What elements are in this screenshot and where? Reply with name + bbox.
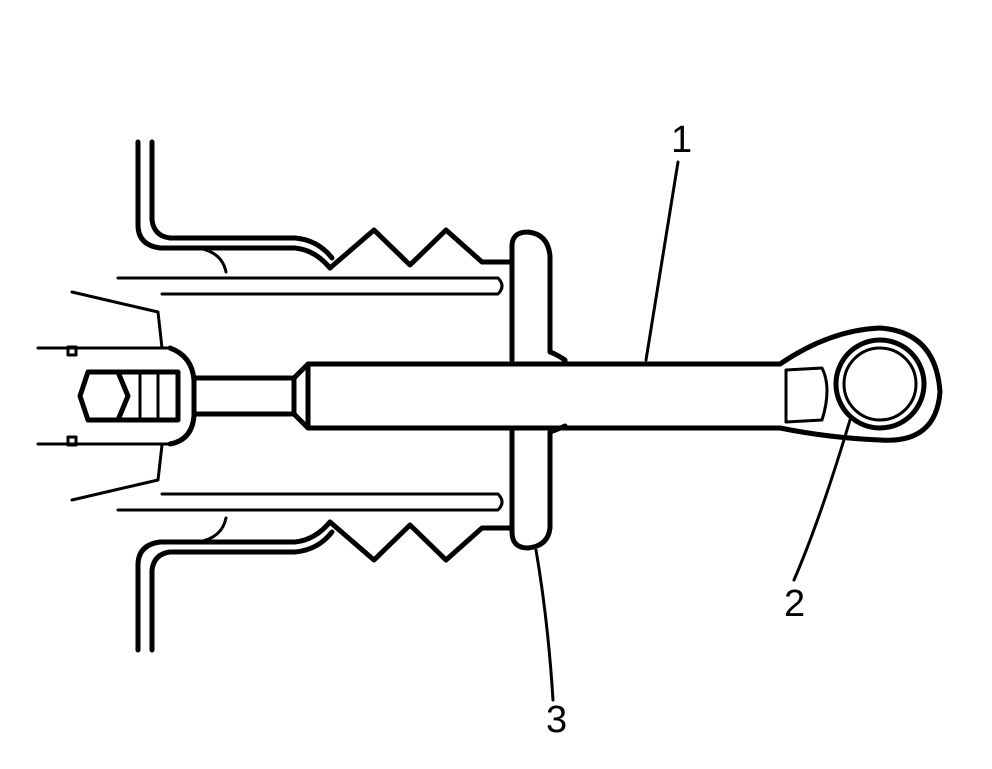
- leader-2: [792, 418, 852, 582]
- callout-1: 1: [671, 119, 692, 161]
- ratchet-head: [777, 325, 943, 443]
- inner-tie-rod-joint: [36, 290, 197, 502]
- leader-lines: [534, 160, 852, 702]
- inner-sleeve: [116, 276, 504, 512]
- bellows-boot: [327, 227, 515, 563]
- housing-wall: [135, 139, 335, 653]
- leader-1: [644, 160, 680, 362]
- tie-rod-shaft: [191, 361, 783, 431]
- callout-3: 3: [546, 699, 567, 741]
- boot-collar: [509, 229, 568, 551]
- callout-2: 2: [784, 583, 805, 625]
- leader-3: [534, 548, 555, 702]
